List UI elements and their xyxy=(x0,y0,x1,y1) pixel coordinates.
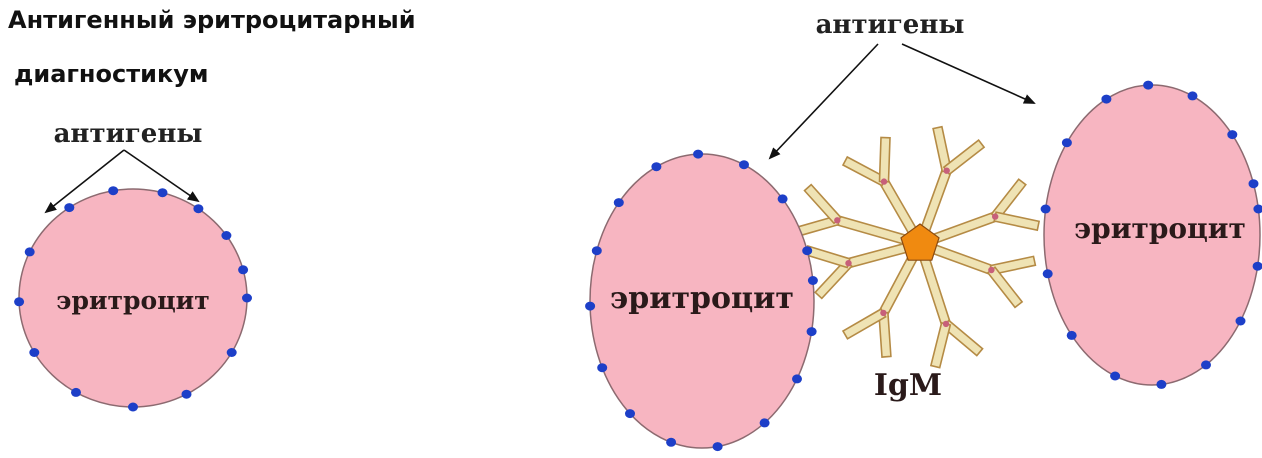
erythrocyte-left-label: эритроцит xyxy=(56,286,209,315)
left-antigen-dot xyxy=(71,388,81,397)
middle-antigen-dot xyxy=(739,160,749,169)
left-antigen-dot xyxy=(128,403,138,412)
igm-fab-arm xyxy=(880,138,891,182)
igm-fab-arm xyxy=(931,323,950,368)
middle-antigen-dot xyxy=(760,418,770,427)
igm-fab-arm xyxy=(994,212,1039,230)
igm-stem xyxy=(879,254,917,315)
igm-hinge xyxy=(944,168,950,174)
middle-antigen-dot xyxy=(792,374,802,383)
middle-antigen-dot xyxy=(808,276,818,285)
left-antigen-dot xyxy=(14,297,24,306)
right-antigen-dot xyxy=(1227,130,1237,139)
left-antigen-dot xyxy=(238,265,248,274)
igm-hinge xyxy=(943,321,949,327)
right-antigen-dot xyxy=(1043,269,1053,278)
igm-hinge xyxy=(988,267,994,273)
igm-stem xyxy=(880,179,917,234)
middle-antigen-dot xyxy=(651,162,661,171)
igm-hinge xyxy=(880,310,886,316)
igm-stem xyxy=(932,245,993,275)
igm-hinge xyxy=(992,213,998,219)
igm-stem xyxy=(932,212,997,243)
igm-fab-arm xyxy=(944,140,984,174)
middle-antigen-dot xyxy=(802,246,812,255)
igm-hinge xyxy=(881,178,887,184)
middle-antigen-dot xyxy=(597,363,607,372)
middle-antigen-dot xyxy=(625,409,635,418)
arrow-antigens-right-2 xyxy=(902,44,1034,103)
left-antigen-dot xyxy=(108,186,118,195)
left-antigen-dot xyxy=(182,390,192,399)
erythrocyte-middle-label: эритроцит xyxy=(610,281,794,316)
right-antigen-dot xyxy=(1062,138,1072,147)
middle-antigen-dot xyxy=(693,150,703,159)
right-antigen-dot xyxy=(1101,95,1111,104)
erythrocyte-right-label: эритроцит xyxy=(1074,212,1246,245)
right-antigen-dot xyxy=(1249,179,1259,188)
right-antigen-dot xyxy=(1143,81,1153,90)
middle-antigen-dot xyxy=(666,438,676,447)
right-antigen-dot xyxy=(1110,372,1120,381)
left-antigen-dot xyxy=(25,247,35,256)
left-antigen-dot xyxy=(193,204,203,213)
igm-fab-arm xyxy=(988,267,1022,307)
arrow-antigens-right-1 xyxy=(770,44,878,158)
middle-antigen-dot xyxy=(713,442,723,451)
right-antigen-dot xyxy=(1041,205,1051,214)
igm-stem xyxy=(847,243,907,267)
left-antigen-dot xyxy=(158,188,168,197)
middle-antigen-dot xyxy=(585,302,595,311)
left-antigen-dot xyxy=(221,231,231,240)
left-antigen-dot xyxy=(29,348,39,357)
right-antigen-dot xyxy=(1236,317,1246,326)
left-antigen-dot xyxy=(227,348,237,357)
right-antigen-dot xyxy=(1067,331,1077,340)
left-antigen-dot xyxy=(64,203,74,212)
left-antigen-dot xyxy=(242,294,252,303)
igm-antibody xyxy=(794,127,1039,368)
igm-stem xyxy=(836,216,908,245)
right-antigen-dot xyxy=(1188,91,1198,100)
igm-hinge xyxy=(834,217,840,223)
igm-fab-arm xyxy=(805,185,841,224)
right-antigen-dot xyxy=(1156,380,1166,389)
igm-stem xyxy=(921,169,951,232)
middle-antigen-dot xyxy=(592,246,602,255)
antigens-label-right: антигены xyxy=(816,10,965,40)
igm-stem xyxy=(920,256,950,325)
middle-antigen-dot xyxy=(807,327,817,336)
antigens-label-left: антигены xyxy=(54,119,203,149)
igm-hinge xyxy=(845,260,851,266)
middle-antigen-dot xyxy=(614,198,624,207)
middle-antigen-dot xyxy=(778,194,788,203)
igm-label: IgM xyxy=(874,368,942,403)
right-antigen-dot xyxy=(1201,360,1211,369)
